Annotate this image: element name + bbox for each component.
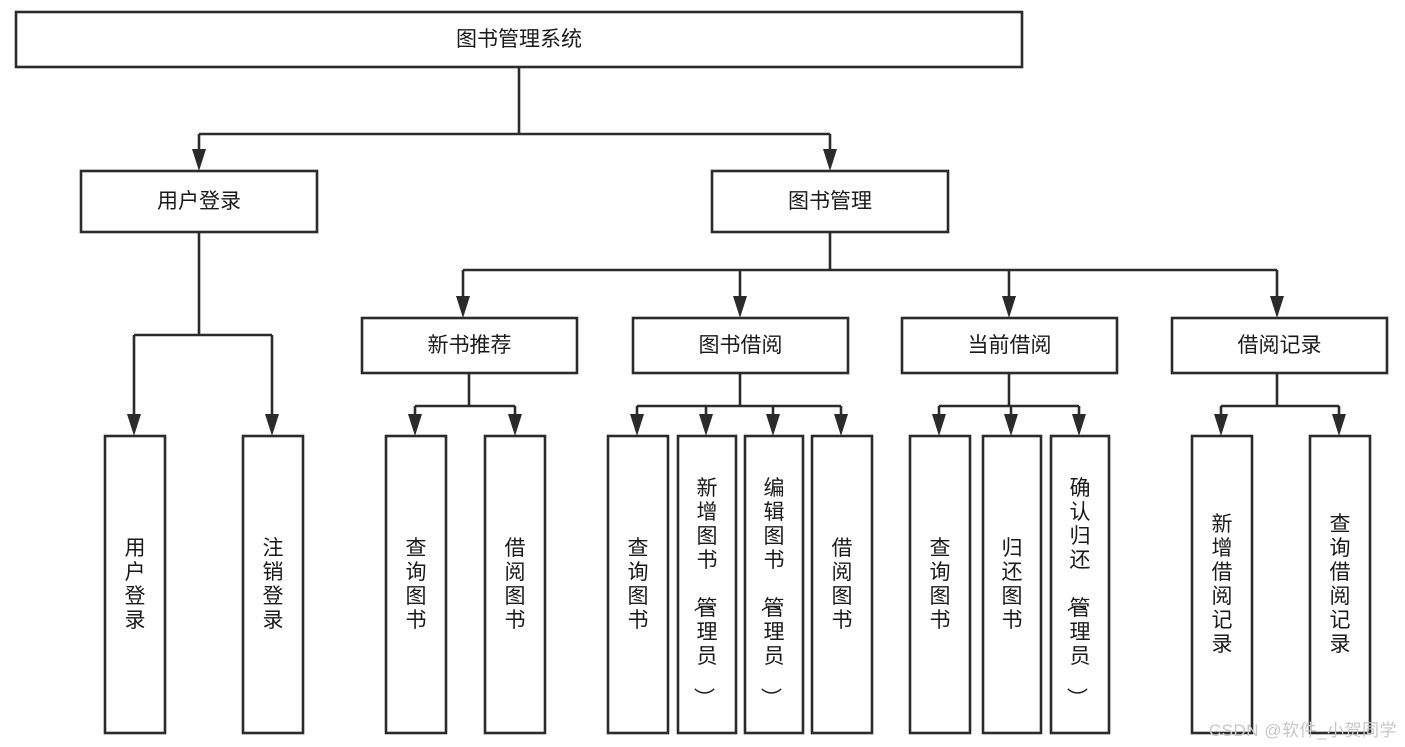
node-label: 当前借阅 xyxy=(968,334,1052,357)
arrow-to-leaf-rec-borrow-book xyxy=(508,406,522,436)
node-leaf-user-logout[interactable]: 注销登录 xyxy=(241,434,305,735)
node-leaf-borrow-edit-book[interactable]: 编辑图书（管理员） xyxy=(743,434,805,735)
node-user-login[interactable]: 用户登录 xyxy=(79,169,319,234)
connector-layer xyxy=(134,67,1339,408)
node-label: 用户登录 xyxy=(125,537,146,632)
arrow-to-leaf-borrow-add-book xyxy=(699,406,713,436)
node-label: 新增借阅记录 xyxy=(1212,513,1233,656)
node-label: 确认归还（管理员） xyxy=(1065,477,1091,708)
node-layer: 图书管理系统用户登录图书管理新书推荐图书借阅当前借阅借阅记录用户登录注销登录查询… xyxy=(14,10,1389,735)
arrow-to-leaf-rec-query-book xyxy=(408,406,422,436)
node-leaf-borrow-add-book[interactable]: 新增图书（管理员） xyxy=(676,434,738,735)
node-label: 借阅记录 xyxy=(1238,334,1322,357)
arrow-to-book-manage xyxy=(823,134,837,171)
node-label: 新书推荐 xyxy=(428,334,512,357)
arrow-layer xyxy=(127,134,1346,436)
bar-root xyxy=(199,67,830,136)
node-leaf-user-login[interactable]: 用户登录 xyxy=(103,434,167,735)
arrow-to-leaf-record-add xyxy=(1214,406,1228,436)
arrow-to-leaf-user-logout xyxy=(265,335,279,436)
bar-current-borrow xyxy=(939,373,1079,408)
arrow-to-leaf-user-login xyxy=(127,335,141,436)
node-label: 借阅图书 xyxy=(832,537,853,632)
node-leaf-rec-borrow-book[interactable]: 借阅图书 xyxy=(483,434,547,735)
node-leaf-current-query-book[interactable]: 查询图书 xyxy=(908,434,972,735)
arrow-to-book-borrow xyxy=(733,270,747,318)
node-label: 图书管理系统 xyxy=(456,28,582,51)
node-label: 查询图书 xyxy=(930,537,951,632)
node-leaf-current-confirm-return[interactable]: 确认归还（管理员） xyxy=(1049,434,1111,735)
node-leaf-current-return-book[interactable]: 归还图书 xyxy=(981,434,1043,735)
node-borrow-record[interactable]: 借阅记录 xyxy=(1170,316,1389,375)
node-root[interactable]: 图书管理系统 xyxy=(14,10,1024,69)
node-label: 图书管理 xyxy=(788,190,872,213)
arrow-to-borrow-record xyxy=(1270,270,1284,318)
node-label: 查询借阅记录 xyxy=(1330,513,1351,656)
arrow-to-leaf-current-query-book xyxy=(932,406,946,436)
node-current-borrow[interactable]: 当前借阅 xyxy=(900,316,1119,375)
node-label: 借阅图书 xyxy=(505,537,526,632)
arrow-to-leaf-borrow-edit-book xyxy=(766,406,780,436)
node-label: 查询图书 xyxy=(628,537,649,632)
arrow-to-user-login xyxy=(192,134,206,171)
node-leaf-rec-query-book[interactable]: 查询图书 xyxy=(384,434,448,735)
bar-new-book-rec xyxy=(415,373,515,408)
node-book-borrow[interactable]: 图书借阅 xyxy=(631,316,850,375)
bar-borrow-record xyxy=(1221,373,1339,408)
bar-book-manage xyxy=(463,232,1277,272)
arrow-to-leaf-current-return-book xyxy=(1004,406,1018,436)
arrow-to-current-borrow xyxy=(1002,270,1016,318)
node-leaf-borrow-lend-book[interactable]: 借阅图书 xyxy=(810,434,874,735)
node-book-manage[interactable]: 图书管理 xyxy=(710,169,950,234)
node-label: 编辑图书（管理员） xyxy=(759,477,785,708)
node-leaf-record-query[interactable]: 查询借阅记录 xyxy=(1308,434,1372,735)
arrow-to-leaf-borrow-query-book xyxy=(630,406,644,436)
node-leaf-record-add[interactable]: 新增借阅记录 xyxy=(1190,434,1254,735)
node-label: 图书借阅 xyxy=(699,334,783,357)
node-label: 新增图书（管理员） xyxy=(692,477,718,708)
node-label: 用户登录 xyxy=(157,190,241,213)
bar-book-borrow xyxy=(637,373,841,408)
node-label: 查询图书 xyxy=(406,537,427,632)
node-leaf-borrow-query-book[interactable]: 查询图书 xyxy=(606,434,670,735)
bar-user-login xyxy=(134,232,272,337)
node-label: 注销登录 xyxy=(263,537,284,632)
arrow-to-leaf-current-confirm-return xyxy=(1072,406,1086,436)
node-new-book-rec[interactable]: 新书推荐 xyxy=(360,316,579,375)
arrow-to-new-book-rec xyxy=(456,270,470,318)
node-label: 归还图书 xyxy=(1002,537,1023,632)
arrow-to-leaf-borrow-lend-book xyxy=(834,406,848,436)
arrow-to-leaf-record-query xyxy=(1332,406,1346,436)
